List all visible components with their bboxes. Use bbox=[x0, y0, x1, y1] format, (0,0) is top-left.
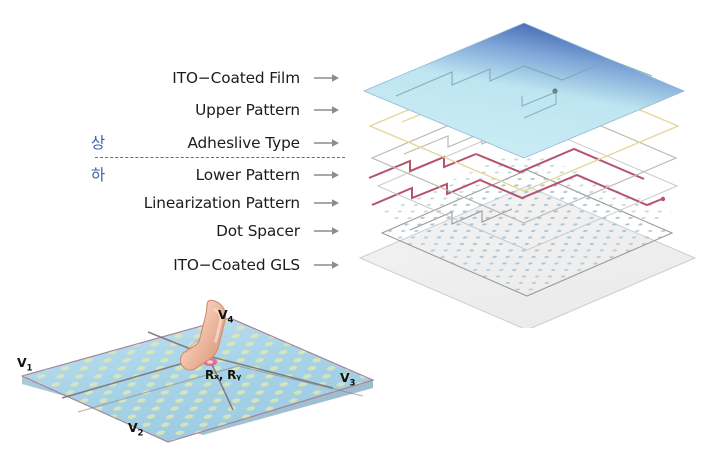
resistance-labels: Rₓ, Rᵧ bbox=[205, 368, 242, 382]
layer-row-lower-pattern: 하 Lower Pattern bbox=[0, 163, 350, 187]
arrow-right-icon bbox=[313, 71, 343, 85]
korean-marker-lower: 하 bbox=[90, 166, 106, 184]
node-label-v4: V4 bbox=[218, 307, 234, 326]
layer-row-linearization-pattern: Linearization Pattern bbox=[0, 191, 350, 215]
touch-panel-illustration bbox=[8, 292, 383, 464]
layer-row-ito-coated-film: ITO−Coated Film bbox=[0, 66, 350, 90]
arrow-right-icon bbox=[313, 168, 343, 182]
layer-row-adheslive-type: 상 Adheslive Type bbox=[0, 131, 350, 155]
node-label-v3: V3 bbox=[340, 370, 356, 389]
layer-label-upper-pattern: Upper Pattern bbox=[195, 101, 300, 119]
layer-label-ito-coated-gls: ITO−Coated GLS bbox=[173, 256, 300, 274]
layer-label-adheslive-type: Adheslive Type bbox=[187, 134, 300, 152]
panel-edge bbox=[22, 376, 373, 435]
layer-label-dot-spacer: Dot Spacer bbox=[216, 222, 300, 240]
panel-rail-lower bbox=[77, 365, 364, 413]
panel-dot-overlay bbox=[22, 318, 373, 442]
finger-icon bbox=[179, 299, 227, 371]
layer-label-ito-coated-film: ITO−Coated Film bbox=[172, 69, 300, 87]
layer-row-upper-pattern: Upper Pattern bbox=[0, 98, 350, 122]
exploded-layer-stack bbox=[352, 8, 703, 328]
layer-label-linearization-pattern: Linearization Pattern bbox=[143, 194, 300, 212]
node-label-v1: V1 bbox=[17, 355, 33, 374]
arrow-right-icon bbox=[313, 224, 343, 238]
arrow-right-icon bbox=[313, 258, 343, 272]
layer-row-dot-spacer: Dot Spacer bbox=[0, 219, 350, 243]
layer-label-lower-pattern: Lower Pattern bbox=[195, 166, 301, 184]
korean-marker-upper: 상 bbox=[90, 134, 106, 152]
upper-lower-divider bbox=[95, 157, 345, 158]
node-label-v2: V2 bbox=[128, 420, 144, 439]
arrow-right-icon bbox=[313, 196, 343, 210]
arrow-right-icon bbox=[313, 103, 343, 117]
arrow-right-icon bbox=[313, 136, 343, 150]
stack-layer-linearization-pattern bbox=[371, 149, 674, 276]
layer-label-column: ITO−Coated Film Upper Pattern 상 Adhesliv… bbox=[0, 55, 350, 285]
stack-layer-ito-coated-film bbox=[362, 22, 686, 159]
layer-row-ito-coated-gls: ITO−Coated GLS bbox=[0, 253, 350, 277]
stack-layer-lower-pattern bbox=[368, 121, 679, 251]
